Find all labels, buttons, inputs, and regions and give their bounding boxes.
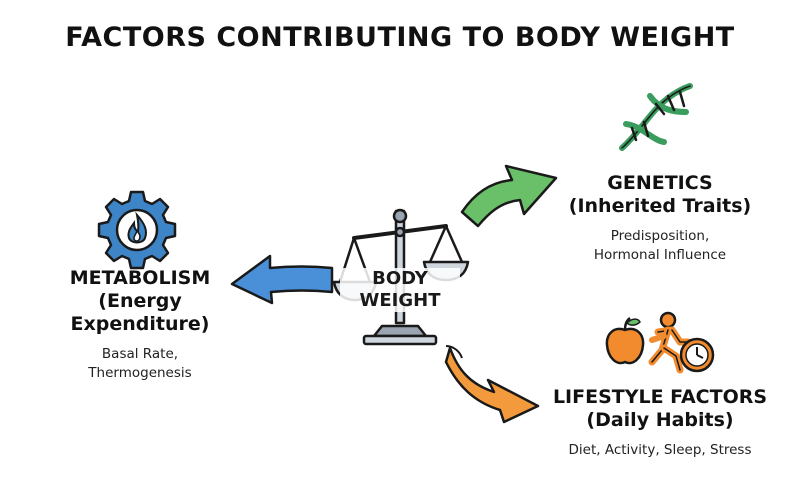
apple-runner-clock-icon (605, 311, 715, 374)
metabolism-arrow (230, 254, 334, 305)
genetics-subheading: (Inherited Traits) (568, 195, 752, 217)
metabolism-detail-line2: Thermogenesis (88, 365, 192, 381)
genetics-detail: Predisposition, Hormonal Influence (560, 227, 760, 265)
lifestyle-detail-line1: Diet, Activity, Sleep, Stress (568, 442, 752, 458)
metabolism-subheading: (Energy Expenditure) (70, 290, 210, 335)
center-label-line1: BODY (372, 268, 428, 289)
lifestyle-detail: Diet, Activity, Sleep, Stress (540, 441, 780, 460)
metabolism-detail-line1: Basal Rate, (101, 346, 179, 362)
apple-icon (605, 316, 645, 365)
runner-icon (648, 311, 692, 374)
center-label-body-weight: BODY WEIGHT (340, 268, 460, 312)
metabolism-detail: Basal Rate, Thermogenesis (40, 345, 240, 383)
lifestyle-heading: LIFESTYLE FACTORS (552, 386, 768, 408)
center-label-line2: WEIGHT (359, 290, 441, 311)
diagram-title: FACTORS CONTRIBUTING TO BODY WEIGHT (65, 22, 735, 53)
genetics-detail-line1: Predisposition, (610, 228, 710, 244)
gear-flame-icon (97, 190, 177, 270)
lifestyle-label: LIFESTYLE FACTORS (Daily Habits) Diet, A… (540, 386, 780, 460)
lifestyle-subheading: (Daily Habits) (586, 409, 734, 431)
clock-icon (679, 337, 715, 373)
dna-icon (619, 83, 693, 151)
lifestyle-arrow (444, 345, 540, 424)
genetics-detail-line2: Hormonal Influence (593, 247, 727, 263)
metabolism-heading: METABOLISM (69, 267, 211, 289)
genetics-label: GENETICS (Inherited Traits) Predispositi… (560, 172, 760, 265)
metabolism-label: METABOLISM (Energy Expenditure) Basal Ra… (40, 267, 240, 383)
genetics-heading: GENETICS (607, 172, 713, 194)
genetics-arrow (460, 164, 558, 228)
